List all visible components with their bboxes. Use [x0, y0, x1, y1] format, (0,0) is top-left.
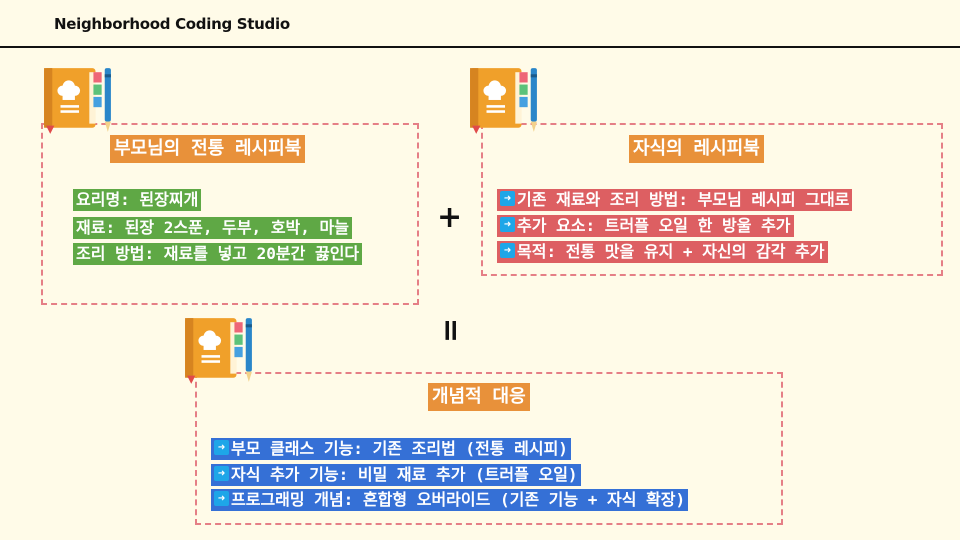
- concept-box: [195, 372, 783, 525]
- concept-line-parent-text: 부모 클래스 기능: 기존 조리법 (전통 레시피): [231, 439, 568, 458]
- parent-box-title: 부모님의 전통 레시피북: [110, 135, 306, 163]
- header-divider: [0, 46, 960, 48]
- right-arrow-icon: ➜: [500, 191, 515, 206]
- right-arrow-icon: ➜: [214, 491, 229, 506]
- equals-operator: =: [433, 317, 469, 344]
- right-arrow-icon: ➜: [500, 243, 515, 258]
- plus-operator: +: [437, 200, 463, 235]
- child-recipe-box: [481, 123, 943, 276]
- concept-line-child-text: 자식 추가 기능: 비밀 재료 추가 (트러플 오일): [231, 465, 578, 484]
- recipe-book-icon: [185, 318, 252, 384]
- right-arrow-icon: ➜: [214, 466, 229, 481]
- recipe-book-icon: [470, 68, 537, 134]
- right-arrow-icon: ➜: [500, 217, 515, 232]
- child-line-purpose-text: 목적: 전통 맛을 유지 + 자신의 감각 추가: [517, 242, 825, 261]
- child-line-base-text: 기존 재료와 조리 방법: 부모님 레시피 그대로: [517, 190, 850, 209]
- child-line-addition-text: 추가 요소: 트러플 오일 한 방울 추가: [517, 216, 791, 235]
- right-arrow-icon: ➜: [214, 440, 229, 455]
- child-line-addition: ➜추가 요소: 트러플 오일 한 방울 추가: [497, 215, 794, 237]
- child-line-base: ➜기존 재료와 조리 방법: 부모님 레시피 그대로: [497, 189, 853, 211]
- parent-line-method: 조리 방법: 재료를 넣고 20분간 끓인다: [73, 243, 363, 265]
- concept-line-programming-text: 프로그래밍 개념: 혼합형 오버라이드 (기존 기능 + 자식 확장): [231, 490, 686, 509]
- child-box-title: 자식의 레시피북: [629, 135, 764, 163]
- parent-line-dish: 요리명: 된장찌개: [73, 189, 202, 211]
- header-title: Neighborhood Coding Studio: [54, 15, 290, 33]
- concept-line-child: ➜자식 추가 기능: 비밀 재료 추가 (트러플 오일): [211, 464, 581, 486]
- concept-line-programming: ➜프로그래밍 개념: 혼합형 오버라이드 (기존 기능 + 자식 확장): [211, 489, 689, 511]
- concept-box-title: 개념적 대응: [428, 383, 530, 411]
- parent-recipe-box: [41, 123, 419, 305]
- recipe-book-icon: [44, 68, 111, 134]
- parent-line-ingredients: 재료: 된장 2스푼, 두부, 호박, 마늘: [73, 217, 352, 239]
- child-line-purpose: ➜목적: 전통 맛을 유지 + 자신의 감각 추가: [497, 241, 828, 263]
- concept-line-parent: ➜부모 클래스 기능: 기존 조리법 (전통 레시피): [211, 438, 571, 460]
